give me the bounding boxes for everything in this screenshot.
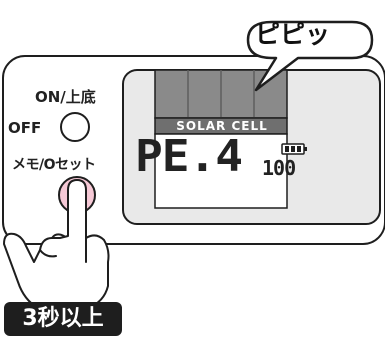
power-button[interactable] [60, 112, 90, 142]
memo-button-label: メモ/Oセット [12, 157, 96, 173]
solar-cell-label: SOLAR CELL [176, 119, 268, 133]
lcd-main-readout: PE.4 [135, 131, 243, 182]
speech-bubble [246, 20, 374, 92]
battery-icon [281, 143, 307, 155]
lcd-screen [154, 133, 288, 209]
speech-bubble-text: ピピッ [255, 20, 331, 49]
instruction-badge [4, 302, 122, 336]
solar-cell-panel [154, 69, 288, 135]
lcd-secondary-readout: 100 [262, 156, 296, 180]
power-on-label: ON/上底 [35, 88, 96, 106]
instruction-badge-text: 3秒以上 [22, 306, 104, 331]
power-off-label: OFF [8, 119, 42, 137]
